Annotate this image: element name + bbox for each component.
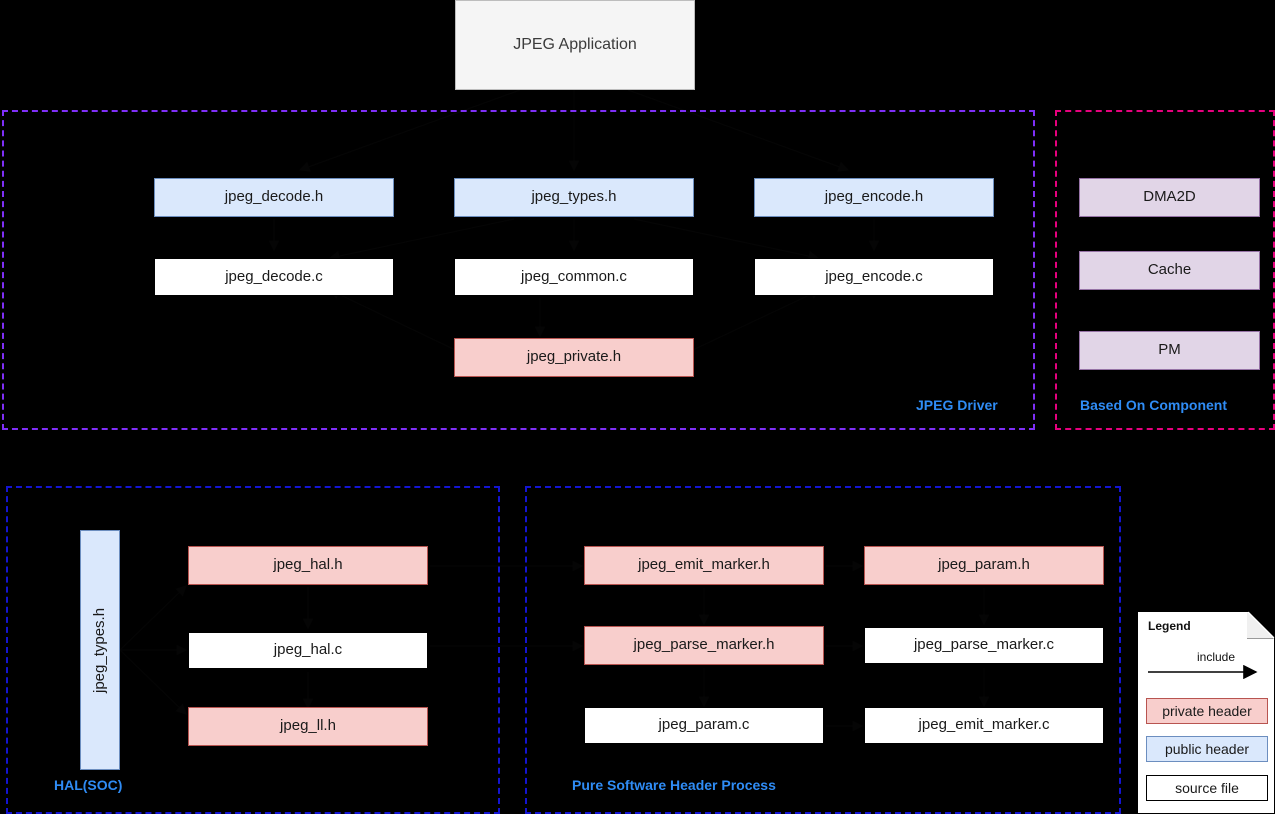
legend-swatch-source-file: source file <box>1146 775 1268 801</box>
node-jpeg-hal-h[interactable]: jpeg_hal.h <box>188 546 428 585</box>
node-jpeg-decode-c[interactable]: jpeg_decode.c <box>154 258 394 296</box>
node-jpeg-emit-marker-h[interactable]: jpeg_emit_marker.h <box>584 546 824 585</box>
group-label-pure-software-header-process: Pure Software Header Process <box>572 777 776 793</box>
node-label: jpeg_decode.h <box>224 188 324 206</box>
node-label: jpeg_param.c <box>658 716 750 734</box>
node-jpeg-parse-marker-c[interactable]: jpeg_parse_marker.c <box>864 627 1104 664</box>
node-label: jpeg_encode.h <box>824 188 924 206</box>
node-label: jpeg_hal.c <box>273 641 343 659</box>
node-pm[interactable]: PM <box>1079 331 1260 370</box>
node-label: JPEG Application <box>513 36 637 54</box>
legend-title: Legend <box>1148 619 1191 633</box>
node-jpeg-param-h[interactable]: jpeg_param.h <box>864 546 1104 585</box>
node-jpeg-ll-h[interactable]: jpeg_ll.h <box>188 707 428 746</box>
node-label: jpeg_param.h <box>938 556 1030 574</box>
node-label: jpeg_emit_marker.c <box>918 716 1050 734</box>
node-jpeg-encode-c[interactable]: jpeg_encode.c <box>754 258 994 296</box>
node-label: jpeg_parse_marker.h <box>633 636 775 654</box>
legend-swatch-label: source file <box>1175 780 1239 796</box>
node-jpeg-types-h-hal[interactable]: jpeg_types.h <box>80 530 120 770</box>
node-cache[interactable]: Cache <box>1079 251 1260 290</box>
node-jpeg-application[interactable]: JPEG Application <box>455 0 695 90</box>
node-jpeg-decode-h[interactable]: jpeg_decode.h <box>154 178 394 217</box>
node-label: jpeg_ll.h <box>280 717 336 735</box>
node-label: jpeg_emit_marker.h <box>638 556 770 574</box>
node-label: jpeg_encode.c <box>825 267 923 285</box>
node-jpeg-param-c[interactable]: jpeg_param.c <box>584 707 824 744</box>
legend-swatch-private-header: private header <box>1146 698 1268 724</box>
include-arrow-icon <box>1146 650 1268 680</box>
node-dma2d[interactable]: DMA2D <box>1079 178 1260 217</box>
node-jpeg-encode-h[interactable]: jpeg_encode.h <box>754 178 994 217</box>
node-label: jpeg_private.h <box>526 348 622 366</box>
legend-swatch-label: public header <box>1164 741 1250 757</box>
group-label-hal-soc: HAL(SOC) <box>54 777 123 793</box>
legend-fold-corner-icon <box>1247 612 1274 639</box>
node-label: jpeg_parse_marker.c <box>913 636 1055 654</box>
legend: Legend include private header public hea… <box>1137 611 1275 814</box>
legend-include-label: include <box>1196 650 1236 664</box>
node-label: jpeg_common.c <box>521 267 627 285</box>
node-jpeg-emit-marker-c[interactable]: jpeg_emit_marker.c <box>864 707 1104 744</box>
group-label-jpeg-driver: JPEG Driver <box>916 397 998 413</box>
legend-swatch-label: private header <box>1162 703 1252 719</box>
node-label: DMA2D <box>1143 188 1196 206</box>
node-jpeg-parse-marker-h[interactable]: jpeg_parse_marker.h <box>584 626 824 665</box>
legend-include-arrow: include <box>1146 650 1268 680</box>
node-label: jpeg_decode.c <box>225 267 323 285</box>
node-label: jpeg_hal.h <box>273 556 343 574</box>
node-jpeg-common-c[interactable]: jpeg_common.c <box>454 258 694 296</box>
node-label: Cache <box>1147 261 1192 279</box>
node-jpeg-hal-c[interactable]: jpeg_hal.c <box>188 632 428 669</box>
node-label: jpeg_types.h <box>90 607 108 693</box>
node-label: jpeg_types.h <box>531 188 617 206</box>
legend-swatch-public-header: public header <box>1146 736 1268 762</box>
node-jpeg-private-h[interactable]: jpeg_private.h <box>454 338 694 377</box>
node-jpeg-types-h[interactable]: jpeg_types.h <box>454 178 694 217</box>
node-label: PM <box>1158 341 1181 359</box>
group-label-based-on-component: Based On Component <box>1080 397 1228 413</box>
